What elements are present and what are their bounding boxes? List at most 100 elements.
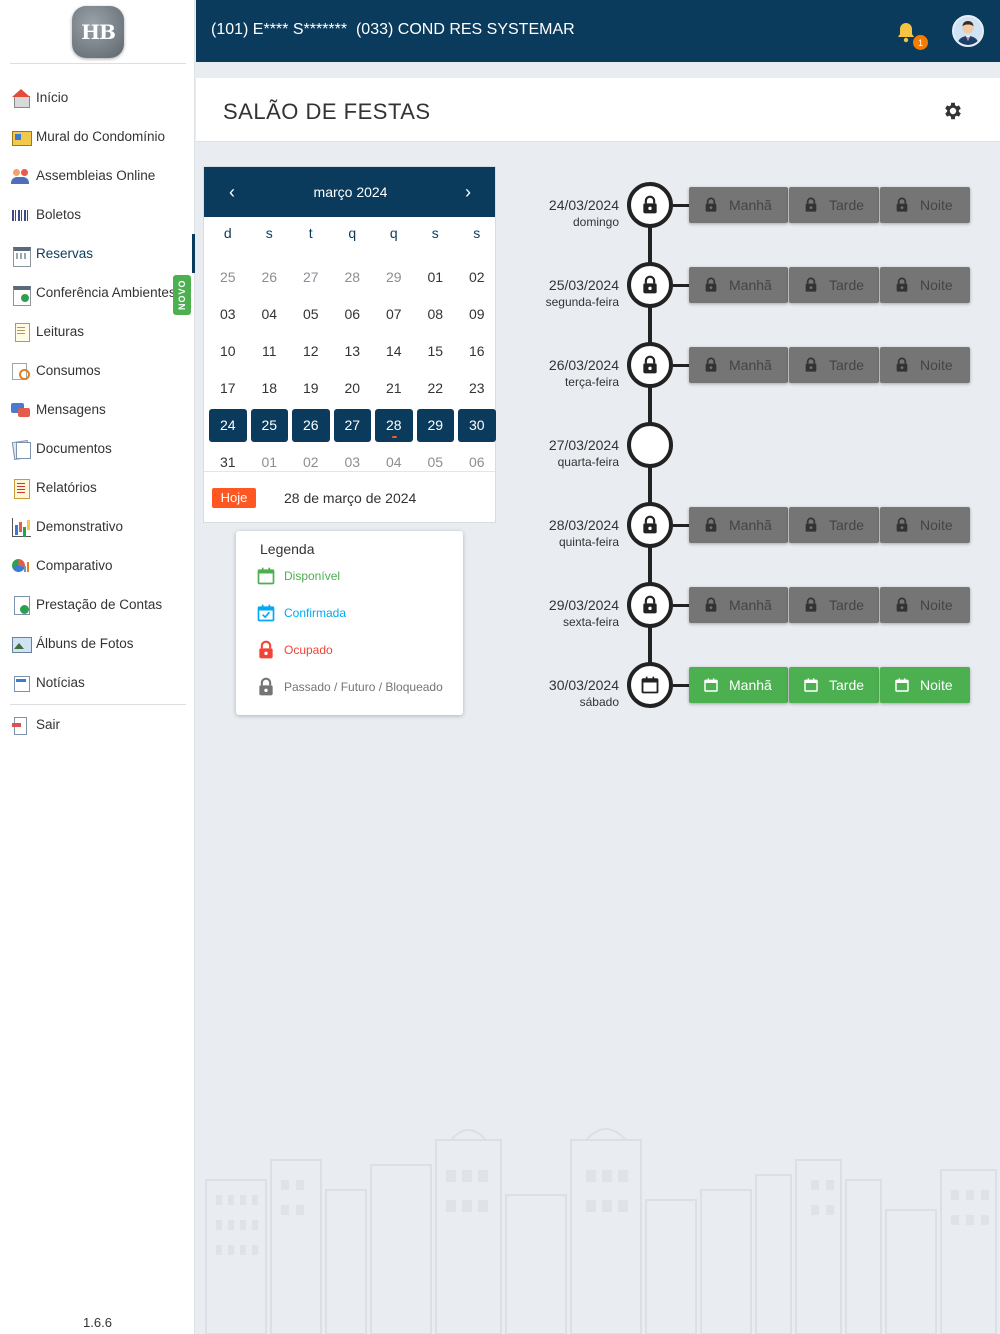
sidebar-item-boletos[interactable]: Boletos [0,195,195,234]
sidebar-item-prestacao[interactable]: Prestação de Contas [0,585,195,624]
calendar-day[interactable]: 05 [302,306,319,322]
slot-noite-button[interactable]: Noite [880,347,970,383]
calendar-day[interactable]: 03 [219,306,236,322]
sidebar-menu-bottom: Sair [0,705,195,744]
calendar-day[interactable]: 24 [209,409,247,442]
calendar-day[interactable]: 17 [219,380,236,396]
barcode-icon [11,205,31,225]
sidebar-item-albuns[interactable]: Álbuns de Fotos [0,624,195,663]
calendar-day[interactable]: 26 [261,269,278,285]
sidebar-item-leituras[interactable]: Leituras [0,312,195,351]
today-button[interactable]: Hoje [212,488,256,508]
prev-month-button[interactable]: ‹ [229,182,235,202]
calendar-day[interactable]: 29 [416,409,454,442]
calendar-day[interactable]: 13 [344,343,361,359]
sidebar-item-comparativo[interactable]: Comparativo [0,546,195,585]
calendar-day[interactable]: 20 [344,380,361,396]
calendar-day[interactable]: 06 [468,454,485,470]
calendar-day[interactable]: 11 [261,343,277,359]
sidebar-item-consumos[interactable]: Consumos [0,351,195,390]
calendar-day[interactable]: 16 [468,343,485,359]
slot-manha-button[interactable]: Manhã [689,187,788,223]
calendar-day[interactable]: 29 [385,269,402,285]
slot-noite-button[interactable]: Noite [880,667,970,703]
calendar-day[interactable]: 02 [468,269,485,285]
sidebar-item-noticias[interactable]: Notícias [0,663,195,702]
sidebar-item-label: Comparativo [36,558,113,573]
sidebar-item-sair[interactable]: Sair [0,705,195,744]
date-label: 24/03/2024 [548,197,619,213]
calendar-day[interactable]: 25 [250,409,288,442]
sidebar-item-inicio[interactable]: Início [0,78,195,117]
calendar-day[interactable]: 27 [302,269,319,285]
sidebar-item-label: Assembleias Online [36,168,156,183]
lock-icon [894,197,910,213]
app-logo: HB [72,6,124,58]
slot-noite-button[interactable]: Noite [880,587,970,623]
calendar-day[interactable]: 07 [385,306,402,322]
timeline-connector [673,204,690,207]
sidebar-item-mural[interactable]: Mural do Condomínio [0,117,195,156]
timeline-connector [673,524,690,527]
calendar-day[interactable]: 28 [344,269,361,285]
calendar-day[interactable]: 01 [261,454,278,470]
slot-tarde-button[interactable]: Tarde [789,587,879,623]
sidebar-item-assembleias[interactable]: Assembleias Online [0,156,195,195]
sidebar-item-relatorios[interactable]: Relatórios [0,468,195,507]
slot-noite-button[interactable]: Noite [880,507,970,543]
slot-tarde-button[interactable]: Tarde [789,187,879,223]
calendar-day[interactable]: 19 [302,380,319,396]
sidebar-item-documentos[interactable]: Documentos [0,429,195,468]
slot-manha-button[interactable]: Manhã [689,267,788,303]
avatar[interactable] [952,15,984,47]
calendar-day[interactable]: 15 [427,343,444,359]
calendar-day[interactable]: 23 [468,380,485,396]
calendar-day[interactable]: 18 [261,380,278,396]
sidebar-item-reservas[interactable]: Reservas [0,234,195,273]
slot-tarde-button[interactable]: Tarde [789,507,879,543]
slot-tarde-button[interactable]: Tarde [789,667,879,703]
calendar-day[interactable]: 08 [427,306,444,322]
calendar-day[interactable]: 25 [219,269,236,285]
calendar-day[interactable]: 22 [427,380,444,396]
calendar-day[interactable]: 06 [344,306,361,322]
next-month-button[interactable]: › [465,182,471,202]
calendar-day[interactable]: 02 [302,454,319,470]
calendar-day[interactable]: 12 [302,343,319,359]
bell-icon[interactable] [894,20,918,44]
calendar-day[interactable]: 28 [375,409,413,442]
sidebar-item-label: Sair [36,717,61,732]
calendar-day[interactable]: 30 [458,409,496,442]
calendar-month: março 2024 [313,184,388,200]
sidebar-item-mensagens[interactable]: Mensagens [0,390,195,429]
calendar-day[interactable]: 27 [333,409,371,442]
calendar-day[interactable]: 05 [427,454,444,470]
lock-grey-icon [259,677,273,696]
calendar-day[interactable]: 04 [385,454,402,470]
calendar-day[interactable]: 03 [344,454,361,470]
calendar-day[interactable]: 21 [385,380,402,396]
slot-manha-button[interactable]: Manhã [689,507,788,543]
slot-manha-button[interactable]: Manhã [689,667,788,703]
sidebar-item-demonstrativo[interactable]: Demonstrativo [0,507,195,546]
calendar-day[interactable]: 04 [261,306,278,322]
calendar-day[interactable]: 01 [427,269,444,285]
legend-label: Passado / Futuro / Bloqueado [284,680,443,694]
slot-tarde-button[interactable]: Tarde [789,267,879,303]
calendar-day[interactable]: 31 [219,454,236,470]
slot-manha-button[interactable]: Manhã [689,347,788,383]
slot-tarde-button[interactable]: Tarde [789,347,879,383]
gear-icon[interactable] [942,100,964,122]
calendar-day[interactable]: 10 [219,343,236,359]
slot-noite-button[interactable]: Noite [880,187,970,223]
lock-icon [627,262,673,308]
calendar-day[interactable]: 26 [292,409,330,442]
slot-label: Tarde [829,357,865,373]
slot-noite-button[interactable]: Noite [880,267,970,303]
calendar-day[interactable]: 14 [385,343,402,359]
sidebar-divider [10,63,186,64]
calendar-day[interactable]: 09 [468,306,485,322]
people-icon [11,166,31,186]
slot-manha-button[interactable]: Manhã [689,587,788,623]
